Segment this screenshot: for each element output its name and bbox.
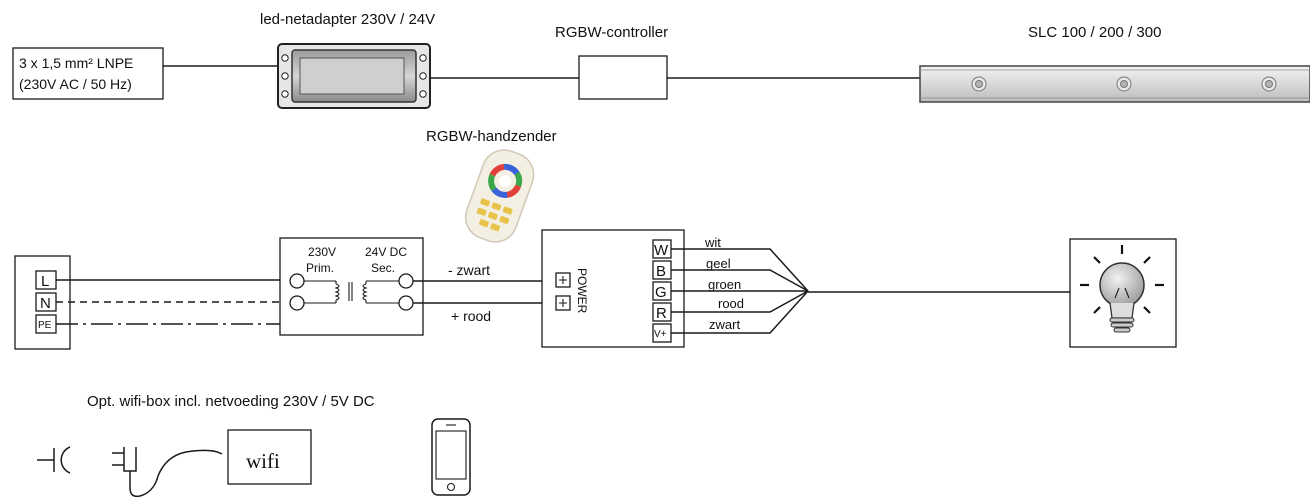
positive-wire-label: + rood bbox=[451, 308, 491, 324]
wifi-section: Opt. wifi-box incl. netvoeding 230V / 5V… bbox=[37, 393, 471, 498]
pin-r-label: R bbox=[656, 305, 667, 322]
wire-color-zwart: zwart bbox=[709, 317, 740, 332]
pin-w-label: W bbox=[654, 242, 669, 259]
remote-title: RGBW-handzender bbox=[426, 128, 557, 145]
rgbw-controller-box bbox=[578, 55, 668, 100]
secondary-label: Sec. bbox=[371, 261, 395, 275]
terminal-n-label: N bbox=[40, 295, 51, 312]
pin-b-label: B bbox=[656, 263, 666, 280]
negative-wire-label: - zwart bbox=[448, 262, 490, 278]
wifi-box bbox=[227, 429, 312, 485]
adapter-title: led-netadapter 230V / 24V bbox=[260, 11, 435, 28]
top-row: 3 x 1,5 mm² LNPE (230V AC / 50 Hz) led-n… bbox=[12, 11, 1310, 109]
wire-color-rood: rood bbox=[718, 296, 744, 311]
terminal-l-label: L bbox=[41, 273, 49, 290]
remote-icon bbox=[464, 149, 535, 243]
primary-label: Prim. bbox=[306, 261, 334, 275]
primary-voltage: 230V bbox=[308, 245, 336, 259]
mains-line-1: 3 x 1,5 mm² LNPE bbox=[19, 55, 133, 71]
wire-color-groen: groen bbox=[708, 277, 741, 292]
pin-vplus-label: V+ bbox=[654, 329, 667, 340]
strip-title: SLC 100 / 200 / 300 bbox=[1028, 24, 1161, 41]
plug-icon bbox=[112, 447, 223, 498]
pin-g-label: G bbox=[655, 284, 667, 301]
output-wires bbox=[671, 248, 1070, 334]
wifi-title: Opt. wifi-box incl. netvoeding 230V / 5V… bbox=[87, 393, 375, 410]
wire-color-wit: wit bbox=[704, 235, 721, 250]
mains-line-2: (230V AC / 50 Hz) bbox=[19, 76, 132, 92]
led-strip-icon bbox=[919, 65, 1310, 103]
led-adapter-icon bbox=[277, 43, 431, 109]
mains-cable-box bbox=[12, 47, 164, 100]
bulb-icon bbox=[1080, 245, 1164, 333]
controller-title: RGBW-controller bbox=[555, 24, 668, 41]
smartphone-icon bbox=[431, 418, 471, 496]
wire-color-geel: geel bbox=[706, 256, 731, 271]
secondary-voltage: 24V DC bbox=[365, 245, 407, 259]
wiring-section: L N PE 230V Prim. 24V DC Sec. bbox=[14, 229, 1177, 350]
transformer-symbol bbox=[289, 273, 414, 311]
power-label: POWER bbox=[575, 268, 589, 314]
socket-icon bbox=[37, 446, 71, 474]
wifi-box-label: wifi bbox=[246, 449, 280, 473]
terminal-pe-label: PE bbox=[38, 320, 52, 331]
